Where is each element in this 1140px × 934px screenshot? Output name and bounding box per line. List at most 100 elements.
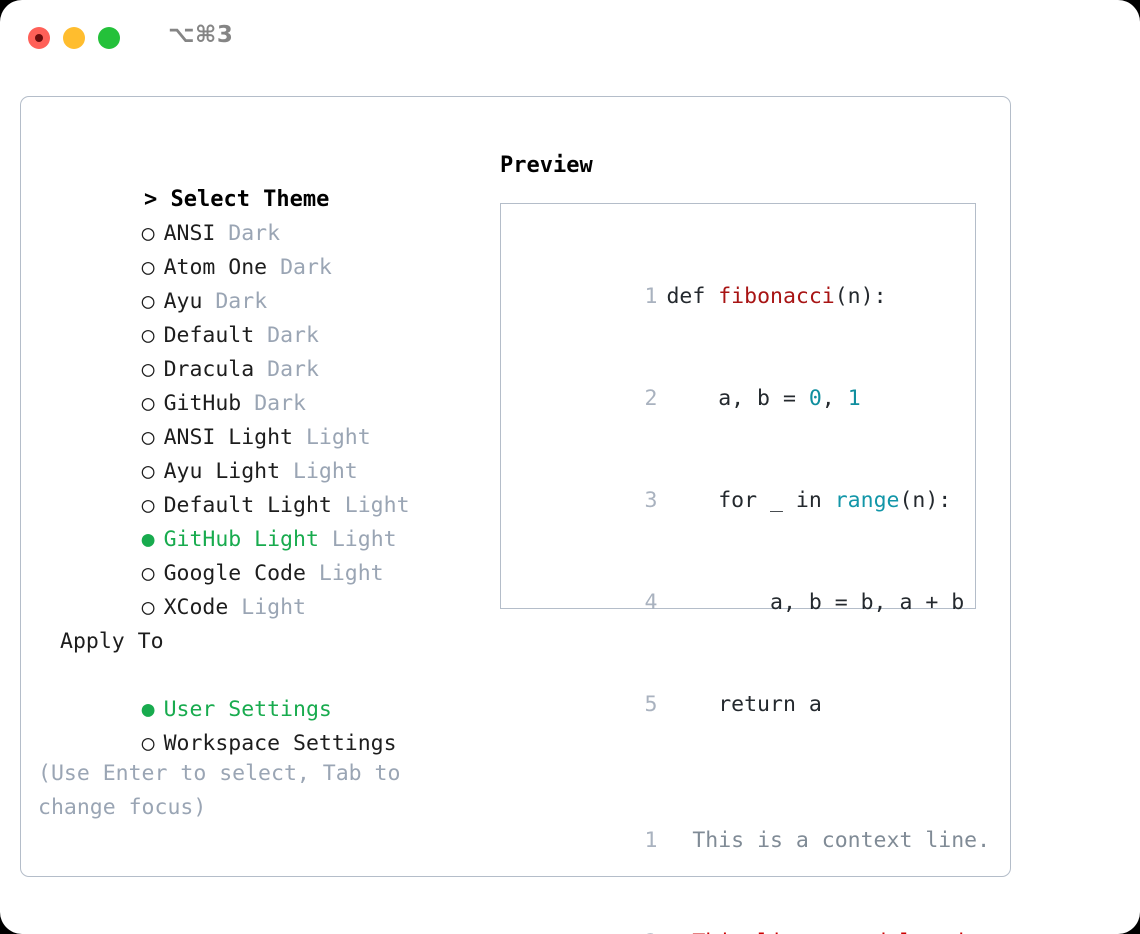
code-line: 2 a, b = 0, 1: [515, 348, 975, 450]
theme-option-variant: Dark: [267, 357, 319, 382]
theme-option-label: XCode: [163, 595, 229, 620]
line-number: 2: [644, 386, 658, 411]
theme-option-dracula-dark[interactable]: ○ Dracula Dark: [38, 319, 478, 382]
theme-option-label: Atom One: [163, 255, 268, 280]
line-number: 1: [644, 284, 658, 309]
theme-picker-column: > Select Theme ○ ANSI Dark ○ Atom One Dark…: [38, 149, 478, 825]
radio-unselected-icon: ○: [141, 595, 155, 620]
radio-unselected-icon: ○: [141, 357, 155, 382]
radio-selected-icon: ●: [141, 527, 155, 552]
diff-line-context: 1 This is a context line.: [515, 790, 990, 892]
radio-unselected-icon: ○: [141, 255, 155, 280]
traffic-lights: [28, 27, 120, 49]
radio-unselected-icon: ○: [141, 493, 155, 518]
code-token: a, b = b, a + b: [666, 590, 965, 615]
theme-option-variant: Light: [293, 459, 358, 484]
radio-unselected-icon: ○: [141, 323, 155, 348]
theme-option-label: ANSI Light: [163, 425, 294, 450]
radio-unselected-icon: ○: [141, 561, 155, 586]
code-token: 1: [847, 386, 861, 411]
theme-option-atom-one-dark[interactable]: ○ Atom One Dark: [38, 217, 478, 280]
apply-to-option-label: User Settings: [163, 697, 332, 722]
theme-option-variant: Dark: [280, 255, 332, 280]
theme-option-google-code-light[interactable]: ○ Google Code Light: [38, 523, 478, 586]
theme-option-label: Ayu: [163, 289, 203, 314]
theme-option-variant: Dark: [254, 391, 306, 416]
code-line: 1 def fibonacci(n):: [515, 246, 975, 348]
theme-option-github-light[interactable]: ● GitHub Light Light: [38, 489, 478, 552]
theme-option-ansi-dark[interactable]: ○ ANSI Dark: [38, 183, 478, 246]
theme-option-ayu-light[interactable]: ○ Ayu Light Light: [38, 421, 478, 484]
diff-line-deleted: 2- This line was deleted.: [515, 892, 977, 934]
theme-option-variant: Light: [318, 561, 384, 586]
line-number: 4: [644, 590, 658, 615]
theme-option-variant: Light: [305, 425, 371, 450]
diff-text: This line was deleted.: [692, 930, 977, 934]
code-token: (n):: [899, 488, 952, 513]
line-number: 2: [644, 926, 666, 934]
diff-sign: -: [666, 930, 692, 934]
keyboard-hint-text: (Use Enter to select, Tab to change focu…: [38, 761, 401, 820]
theme-option-label: Google Code: [163, 561, 306, 586]
code-line: 3 for _ in range(n):: [515, 450, 975, 552]
apply-to-header: Apply To: [60, 629, 164, 654]
theme-option-variant: Light: [344, 493, 410, 518]
theme-option-ayu-dark[interactable]: ○ Ayu Dark: [38, 251, 478, 314]
theme-option-label: Ayu Light: [163, 459, 281, 484]
diff-text: This is a context line.: [692, 828, 991, 853]
theme-picker-header: > Select Theme: [38, 149, 478, 212]
theme-option-variant: Dark: [228, 221, 281, 246]
theme-option-default-light[interactable]: ○ Default Light Light: [38, 455, 478, 518]
preview-title: Preview: [500, 153, 593, 178]
radio-selected-icon: ●: [141, 697, 155, 722]
theme-picker-header-label: Select Theme: [170, 187, 330, 212]
radio-unselected-icon: ○: [141, 391, 155, 416]
code-diff-spacer: [515, 756, 975, 790]
code-token: range: [834, 488, 900, 513]
maximize-window-icon[interactable]: [98, 27, 120, 49]
theme-option-ansi-light[interactable]: ○ ANSI Light Light: [38, 387, 478, 450]
theme-option-github-dark[interactable]: ○ GitHub Dark: [38, 353, 478, 416]
title-bar: ⌥⌘3: [0, 0, 1140, 78]
theme-option-label: GitHub Light: [163, 527, 319, 552]
main-panel: > Select Theme ○ ANSI Dark ○ Atom One Dark…: [20, 96, 1011, 934]
line-number: 3: [644, 488, 658, 513]
code-token: a, b =: [666, 386, 809, 411]
radio-unselected-icon: ○: [141, 289, 155, 314]
theme-option-label: GitHub: [163, 391, 242, 416]
code-line: 4 a, b = b, a + b: [515, 552, 975, 654]
code-token: for _ in: [666, 488, 835, 513]
keyboard-shortcut-label: ⌥⌘3: [168, 22, 234, 48]
diff-sign: [666, 828, 692, 853]
code-token: (n):: [834, 284, 887, 309]
code-token: fibonacci: [718, 284, 835, 309]
theme-option-label: ANSI: [163, 221, 216, 246]
close-window-icon[interactable]: [28, 27, 50, 49]
theme-option-label: Dracula: [163, 357, 255, 382]
theme-option-variant: Light: [241, 595, 306, 620]
line-number: 5: [644, 692, 658, 717]
radio-unselected-icon: ○: [141, 425, 155, 450]
apply-to-option-workspace-settings[interactable]: ○ Workspace Settings: [38, 693, 478, 756]
code-token: 0: [808, 386, 822, 411]
apply-to-option-label: Workspace Settings: [163, 731, 397, 756]
theme-option-variant: Light: [331, 527, 397, 552]
radio-unselected-icon: ○: [141, 221, 155, 246]
code-token: def: [666, 284, 719, 309]
theme-option-label: Default Light: [163, 493, 332, 518]
code-token: ,: [821, 386, 848, 411]
code-token: return a: [666, 692, 822, 717]
apply-to-option-user-settings[interactable]: ● User Settings: [38, 659, 478, 722]
theme-option-variant: Dark: [215, 289, 268, 314]
theme-picker-header-prefix: >: [143, 187, 171, 212]
line-number: 1: [644, 828, 658, 853]
theme-option-variant: Dark: [267, 323, 319, 348]
radio-unselected-icon: ○: [141, 459, 155, 484]
theme-option-default-dark[interactable]: ○Default Dark: [38, 285, 478, 348]
radio-unselected-icon: ○: [141, 731, 155, 756]
theme-option-xcode-light[interactable]: ○ XCode Light: [38, 557, 478, 620]
minimize-window-icon[interactable]: [63, 27, 85, 49]
